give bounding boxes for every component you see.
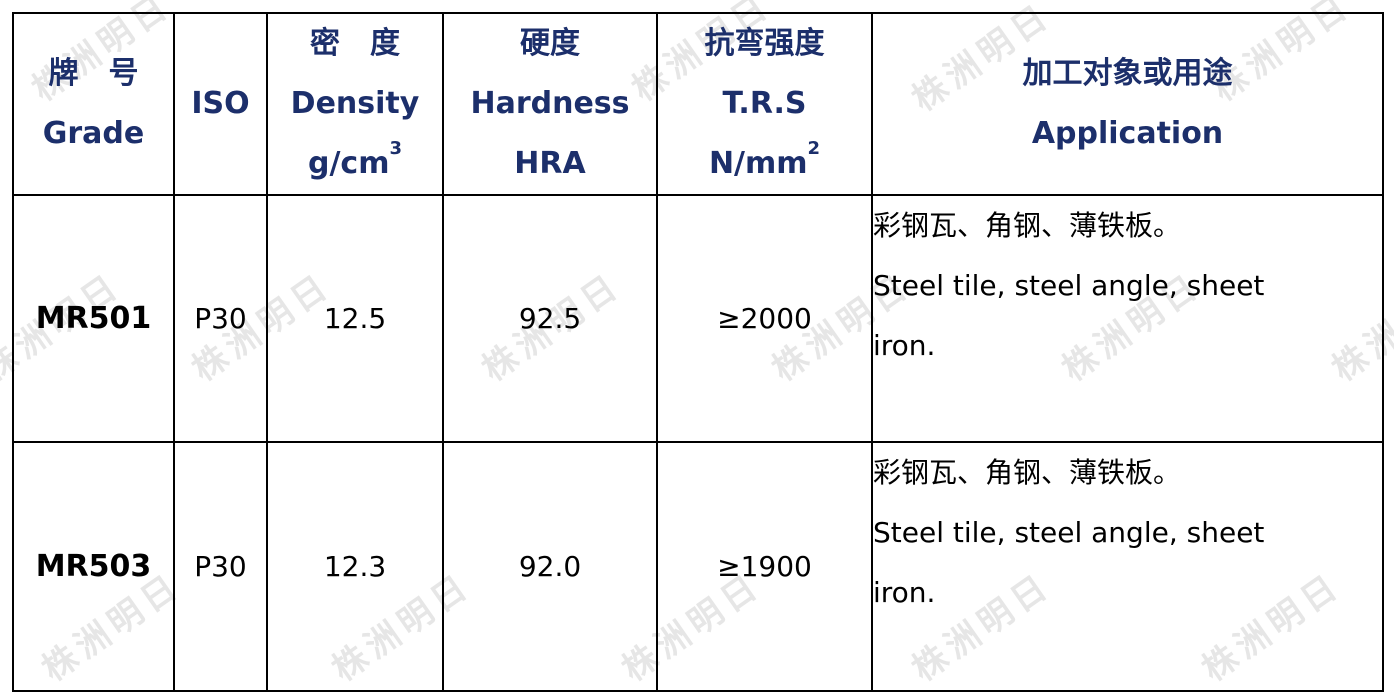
density-cell: 12.5 [266,194,444,443]
grade-cell: MR503 [12,441,175,692]
grade-spec-table: 牌 号 Grade ISO 密 度 Density g/cm3 硬度 Hardn… [12,12,1384,692]
header-trs-unit-text: N/mm [708,146,808,181]
header-iso-text: ISO [191,86,250,121]
application-en-line1: Steel tile, steel angle, sheet [873,269,1265,302]
header-hardness-en: Hardness [470,86,630,121]
header-grade: 牌 号 Grade [12,12,175,196]
hardness-cell: 92.5 [442,194,658,443]
grade-cell: MR501 [12,194,175,443]
header-trs-unit-sup: 2 [807,138,821,159]
header-density: 密 度 Density g/cm3 [266,12,444,196]
header-density-unit: g/cm3 [268,134,442,194]
header-application-cn: 加工对象或用途 [1022,56,1233,91]
header-hardness-cn: 硬度 [520,26,580,61]
application-en-line1: Steel tile, steel angle, sheet [873,516,1265,549]
header-hardness-unit: HRA [514,146,586,181]
table-row: MR501 P30 12.5 92.5 ≥2000 彩钢瓦、角钢、薄铁板。 St… [12,194,1384,443]
density-cell: 12.3 [266,441,444,692]
header-density-unit-text: g/cm [307,146,390,181]
header-application: 加工对象或用途 Application [871,12,1384,196]
header-application-en: Application [1031,116,1224,151]
header-trs: 抗弯强度 T.R.S N/mm2 [656,12,873,196]
application-cn: 彩钢瓦、角钢、薄铁板。 [873,209,1182,242]
application-cell: 彩钢瓦、角钢、薄铁板。 Steel tile, steel angle, she… [871,441,1384,692]
application-en-line2: iron. [873,329,936,362]
header-trs-unit: N/mm2 [658,134,871,194]
header-density-unit-sup: 3 [389,138,402,159]
header-grade-en: Grade [42,116,145,151]
header-iso: ISO [173,12,268,196]
header-grade-cn: 牌 号 [48,56,139,91]
header-density-cn: 密 度 [310,26,400,61]
iso-cell: P30 [173,194,268,443]
header-trs-cn: 抗弯强度 [704,26,825,61]
header-trs-en: T.R.S [722,86,807,121]
trs-cell: ≥2000 [656,194,873,443]
table-row: MR503 P30 12.3 92.0 ≥1900 彩钢瓦、角钢、薄铁板。 St… [12,441,1384,692]
iso-cell: P30 [173,441,268,692]
trs-cell: ≥1900 [656,441,873,692]
hardness-cell: 92.0 [442,441,658,692]
header-density-en: Density [290,86,420,121]
application-cell: 彩钢瓦、角钢、薄铁板。 Steel tile, steel angle, she… [871,194,1384,443]
application-en-line2: iron. [873,576,936,609]
header-row: 牌 号 Grade ISO 密 度 Density g/cm3 硬度 Hardn… [12,12,1384,196]
header-hardness: 硬度 Hardness HRA [442,12,658,196]
application-cn: 彩钢瓦、角钢、薄铁板。 [873,456,1182,489]
